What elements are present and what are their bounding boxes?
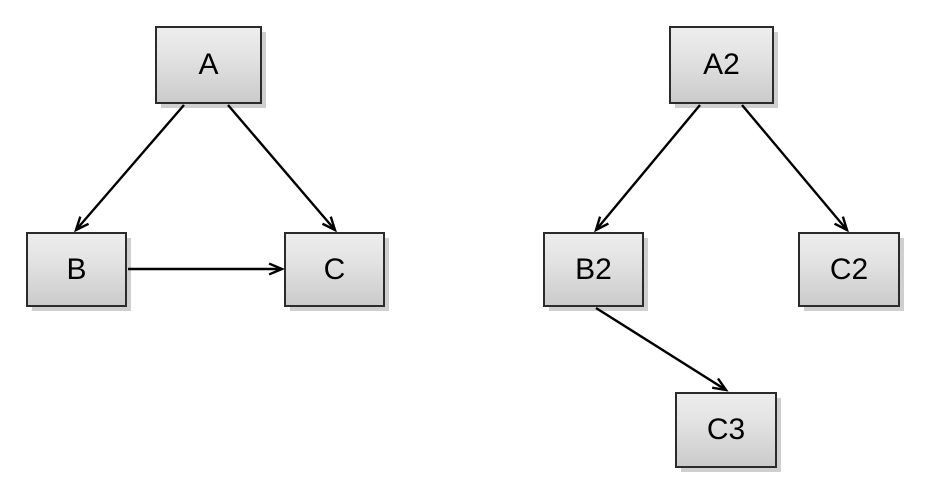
node-b[interactable]: B (26, 232, 127, 307)
edge-b2-c3 (595, 306, 729, 392)
edge-b-c-arrowhead (268, 262, 286, 276)
node-c-label: C (323, 252, 346, 286)
node-b2-label: B2 (575, 252, 612, 286)
edge-a2-c2-arrowhead (833, 216, 849, 233)
edge-a2-b2-arrowhead (594, 216, 609, 233)
node-b-label: B (66, 252, 87, 286)
edge-a-c (227, 104, 338, 233)
edge-a2-c2 (741, 104, 849, 233)
node-b2[interactable]: B2 (543, 232, 644, 307)
edge-b2-c3-arrowhead (711, 377, 729, 392)
edge-a2-b2 (594, 104, 701, 233)
node-c3-label: C3 (706, 413, 746, 446)
edge-b-c (128, 262, 286, 276)
node-a2[interactable]: A2 (669, 26, 774, 104)
node-a2-label: A2 (703, 48, 740, 81)
node-c2[interactable]: C2 (798, 232, 900, 307)
node-a-label: A (198, 48, 219, 81)
node-c[interactable]: C (284, 232, 385, 307)
edge-a-b-arrowhead (73, 216, 90, 233)
node-a[interactable]: A (155, 26, 262, 104)
edge-a-b (73, 104, 185, 233)
edge-a-c-arrowhead (321, 216, 338, 233)
node-c3[interactable]: C3 (675, 392, 777, 468)
node-c2-label: C2 (829, 252, 869, 286)
